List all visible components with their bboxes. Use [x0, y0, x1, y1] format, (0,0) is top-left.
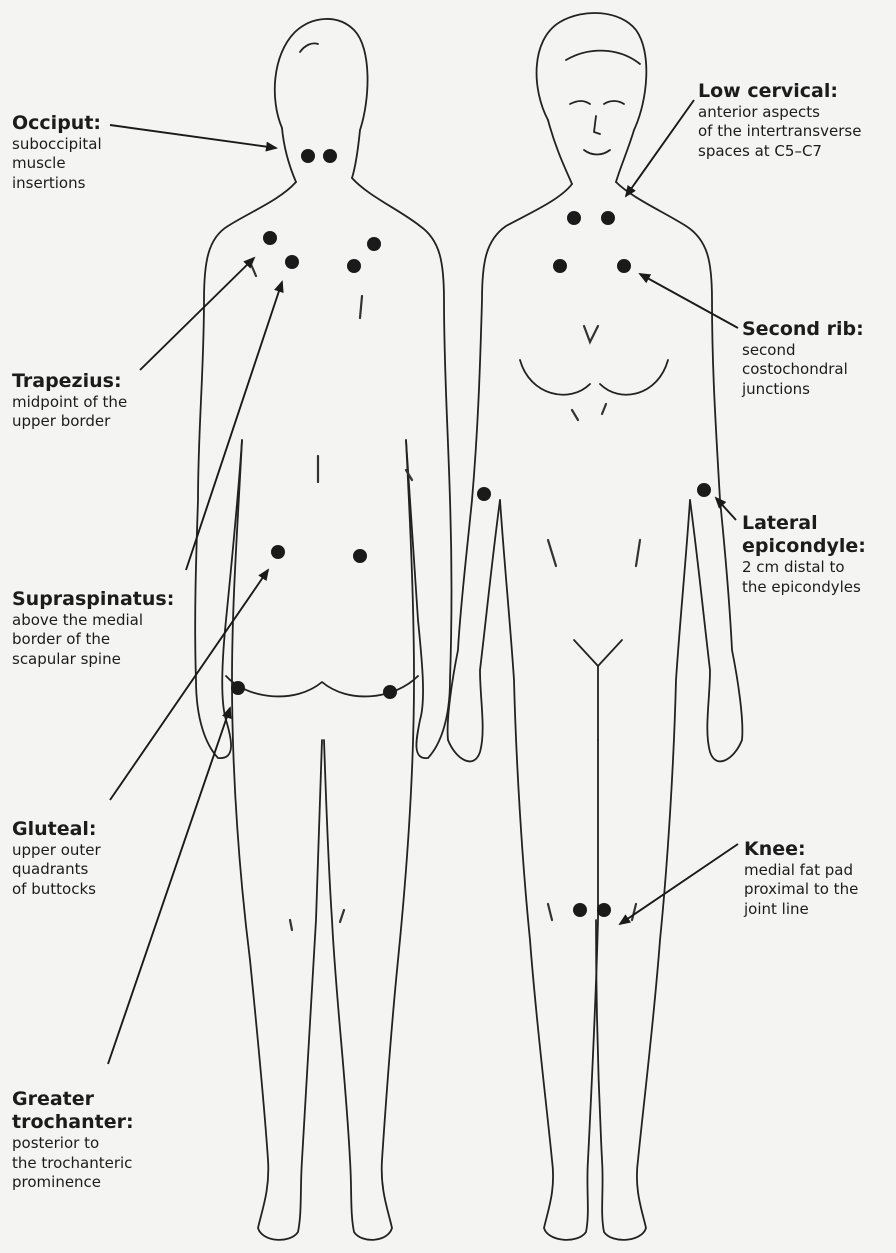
- label-low-cervical: Low cervical: anterior aspects of the in…: [698, 80, 861, 161]
- label-gluteal-line: of buttocks: [12, 880, 101, 899]
- front-view-figure: [448, 13, 743, 1240]
- point-trapezius-right: [367, 237, 381, 251]
- label-second-rib: Second rib: second costochondral junctio…: [742, 318, 864, 399]
- label-occiput-line: insertions: [12, 174, 102, 193]
- label-low-cervical-title: Low cervical:: [698, 80, 861, 103]
- label-low-cervical-line: of the intertransverse: [698, 122, 861, 141]
- point-knee-left: [573, 903, 587, 917]
- label-trapezius-line: midpoint of the: [12, 393, 127, 412]
- label-trochanter-title: trochanter:: [12, 1111, 134, 1134]
- point-trochanter-left: [231, 681, 245, 695]
- point-trapezius-left: [263, 231, 277, 245]
- back-view-figure: [195, 19, 451, 1240]
- point-cervical-left: [567, 211, 581, 225]
- label-trapezius-line: upper border: [12, 412, 127, 431]
- label-knee-line: joint line: [744, 900, 858, 919]
- label-trochanter-title: Greater: [12, 1088, 134, 1111]
- label-gluteal: Gluteal: upper outer quadrants of buttoc…: [12, 818, 101, 899]
- point-supraspinatus-right: [347, 259, 361, 273]
- point-gluteal-left: [271, 545, 285, 559]
- label-second-rib-title: Second rib:: [742, 318, 864, 341]
- point-epicondyle-left: [477, 487, 491, 501]
- label-knee-line: proximal to the: [744, 880, 858, 899]
- label-low-cervical-line: spaces at C5–C7: [698, 142, 861, 161]
- arrow-trapezius: [140, 258, 254, 370]
- label-epicondyle-title: Lateral: [742, 512, 866, 535]
- point-occiput-right: [323, 149, 337, 163]
- label-trochanter-line: the trochanteric: [12, 1154, 134, 1173]
- back-right-outline: [352, 178, 452, 758]
- label-trochanter-line: posterior to: [12, 1134, 134, 1153]
- label-trapezius: Trapezius: midpoint of the upper border: [12, 370, 127, 432]
- label-knee-title: Knee:: [744, 838, 858, 861]
- label-gluteal-line: upper outer: [12, 841, 101, 860]
- arrow-epicondyle: [716, 498, 736, 520]
- label-supraspinatus-line: scapular spine: [12, 650, 174, 669]
- label-trochanter-line: prominence: [12, 1173, 134, 1192]
- label-gluteal-title: Gluteal:: [12, 818, 101, 841]
- label-second-rib-line: second: [742, 341, 864, 360]
- label-lateral-epicondyle: Lateral epicondyle: 2 cm distal to the e…: [742, 512, 866, 597]
- back-head: [275, 19, 368, 178]
- arrow-low-cervical: [626, 100, 694, 196]
- label-supraspinatus-line: border of the: [12, 630, 174, 649]
- label-knee: Knee: medial fat pad proximal to the joi…: [744, 838, 858, 919]
- point-epicondyle-right: [697, 483, 711, 497]
- label-occiput-line: muscle: [12, 154, 102, 173]
- point-second-rib-left: [553, 259, 567, 273]
- label-occiput: Occiput: suboccipital muscle insertions: [12, 112, 102, 193]
- label-supraspinatus-line: above the medial: [12, 611, 174, 630]
- point-occiput-left: [301, 149, 315, 163]
- arrow-second-rib: [640, 274, 738, 328]
- label-supraspinatus: Supraspinatus: above the medial border o…: [12, 588, 174, 669]
- label-knee-line: medial fat pad: [744, 861, 858, 880]
- front-head: [537, 13, 647, 182]
- label-second-rib-line: junctions: [742, 380, 864, 399]
- point-gluteal-right: [353, 549, 367, 563]
- leader-arrows: [108, 100, 738, 1064]
- label-low-cervical-line: anterior aspects: [698, 103, 861, 122]
- label-gluteal-line: quadrants: [12, 860, 101, 879]
- label-occiput-title: Occiput:: [12, 112, 102, 135]
- point-knee-right: [597, 903, 611, 917]
- label-second-rib-line: costochondral: [742, 360, 864, 379]
- label-supraspinatus-title: Supraspinatus:: [12, 588, 174, 611]
- point-cervical-right: [601, 211, 615, 225]
- label-occiput-line: suboccipital: [12, 135, 102, 154]
- label-epicondyle-line: the epicondyles: [742, 578, 866, 597]
- tender-points: [231, 149, 711, 917]
- label-trapezius-title: Trapezius:: [12, 370, 127, 393]
- back-left-outline: [195, 182, 296, 758]
- point-second-rib-right: [617, 259, 631, 273]
- point-supraspinatus-left: [285, 255, 299, 269]
- point-trochanter-right: [383, 685, 397, 699]
- label-epicondyle-line: 2 cm distal to: [742, 558, 866, 577]
- label-trochanter: Greater trochanter: posterior to the tro…: [12, 1088, 134, 1192]
- arrow-knee: [620, 844, 738, 924]
- arrow-occiput: [110, 125, 276, 148]
- label-epicondyle-title: epicondyle:: [742, 535, 866, 558]
- arrow-trochanter: [108, 708, 230, 1064]
